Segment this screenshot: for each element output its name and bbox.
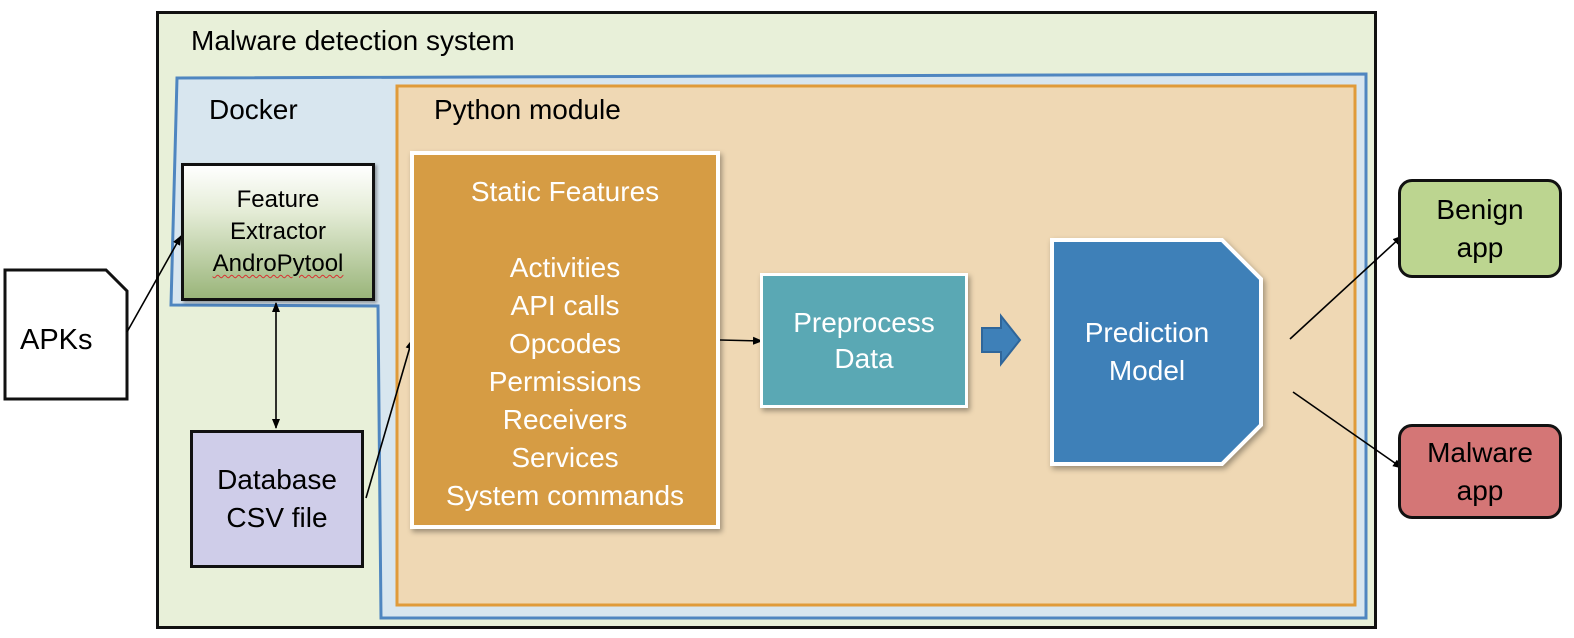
prediction-line: Prediction — [1084, 317, 1210, 348]
feature-extractor-line: Feature — [236, 186, 320, 213]
arrow-model-to-benign — [1289, 235, 1403, 340]
feature-extractor-line: Extractor — [229, 218, 327, 245]
malware-line: app — [1456, 474, 1504, 506]
prediction-model-label: Prediction Model — [1052, 240, 1242, 464]
arrow-model-to-malware — [1292, 391, 1403, 469]
prediction-line: Model — [1108, 355, 1186, 386]
apks-label: APKs — [20, 324, 93, 356]
static-feature-item: System commands — [445, 480, 685, 511]
database-line: Database — [217, 464, 337, 495]
python-module-title: Python module — [434, 94, 621, 125]
database-line: CSV file — [226, 502, 328, 533]
database-box: Database CSV file — [190, 430, 364, 568]
static-features-box: Static Features Activities API calls Opc… — [410, 151, 720, 529]
block-arrow-icon — [981, 313, 1022, 367]
system-title: Malware detection system — [191, 25, 515, 56]
static-feature-item: Receivers — [502, 404, 628, 435]
apks-document — [3, 268, 129, 401]
arrow-database-to-static — [365, 339, 414, 499]
benign-app-box: Benign app — [1398, 179, 1562, 278]
static-feature-item: API calls — [510, 290, 620, 321]
preprocess-line: Data — [834, 342, 894, 374]
malware-app-box: Malware app — [1398, 424, 1562, 519]
static-feature-item: Services — [511, 442, 619, 473]
preprocess-box: Preprocess Data — [760, 273, 968, 408]
benign-line: Benign — [1436, 193, 1524, 225]
docker-title: Docker — [209, 94, 298, 125]
static-feature-item: Permissions — [488, 366, 642, 397]
arrow-static-to-preprocess — [719, 336, 763, 345]
prediction-model-shape — [1050, 238, 1263, 466]
feature-extractor-box: Feature Extractor AndroPytool — [181, 163, 375, 301]
benign-line: app — [1456, 231, 1504, 263]
static-features-title: Static Features — [470, 176, 660, 207]
feature-extractor-tool-name: AndroPytool — [212, 250, 344, 277]
preprocess-line: Preprocess — [793, 306, 935, 338]
malware-line: Malware — [1427, 436, 1533, 468]
arrow-apks-to-extractor — [126, 235, 182, 333]
static-feature-item: Activities — [509, 252, 621, 283]
static-feature-item: Opcodes — [508, 328, 622, 359]
